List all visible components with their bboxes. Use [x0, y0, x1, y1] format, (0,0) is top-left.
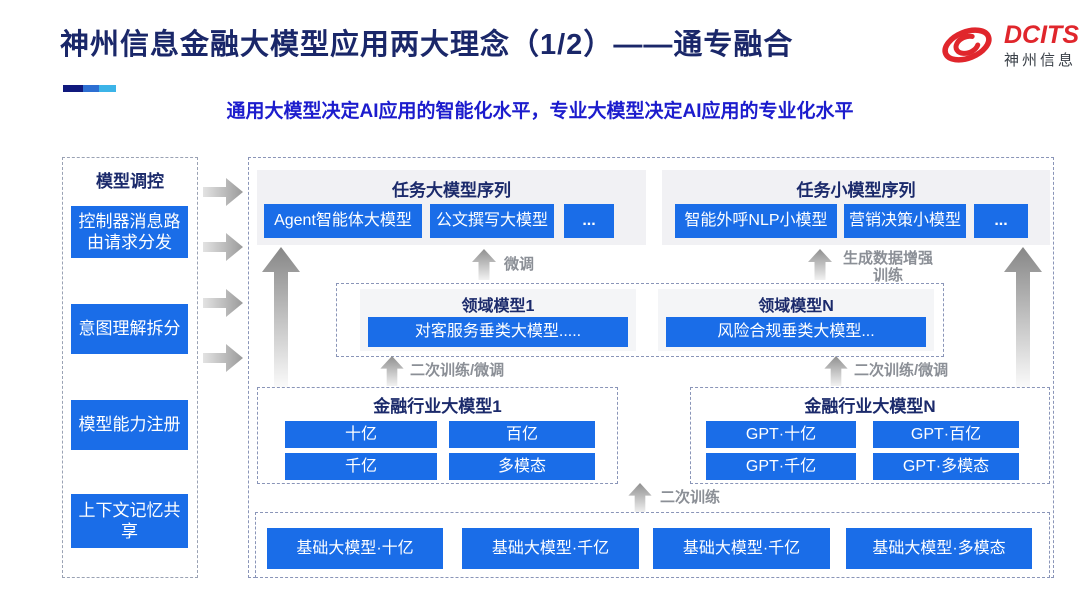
up-arrow-icon	[472, 249, 496, 280]
logo-brand-text: DCITS	[1004, 20, 1079, 49]
dcits-logo-icon	[942, 27, 992, 63]
model-control-sidebar: 模型调控 控制器消息路由请求分发 意图理解拆分 模型能力注册 上下文记忆共享	[62, 157, 198, 578]
task-small-model-panel: 任务小模型序列 智能外呼NLP小模型 营销决策小模型 ...	[662, 170, 1050, 245]
chip-document-writing-model: 公文撰写大模型	[430, 204, 554, 238]
domain-model-n-title: 领域模型N	[758, 298, 834, 315]
chip-gpt-1b-model: GPT·十亿	[706, 421, 856, 448]
chip-gpt-10b-model: GPT·百亿	[873, 421, 1019, 448]
domain-model-panel: 领域模型1 对客服务垂类大模型..... 领域模型N 风险合规垂类大模型...	[336, 283, 944, 357]
chip-customer-service-model: 对客服务垂类大模型.....	[368, 317, 628, 347]
chip-gpt-multimodal-model: GPT·多模态	[873, 453, 1019, 480]
label-finetune: 微调	[504, 256, 535, 273]
right-arrow-icon	[203, 344, 243, 372]
up-arrow-icon	[628, 483, 652, 513]
tall-up-arrow-icon	[1004, 247, 1042, 388]
sidebar-item-context-memory: 上下文记忆共享	[71, 494, 188, 548]
slide-subtitle: 通用大模型决定AI应用的智能化水平，专业大模型决定AI应用的专业化水平	[226, 101, 854, 122]
right-arrow-icon	[203, 178, 243, 206]
label-retrain-finetune-right: 二次训练/微调	[854, 362, 949, 379]
sidebar-item-message-routing: 控制器消息路由请求分发	[71, 206, 188, 258]
page-title: 神州信息金融大模型应用两大理念（1/2）——通专融合	[60, 29, 794, 61]
title-accent-bar	[63, 85, 116, 103]
sidebar-item-intent-split: 意图理解拆分	[71, 304, 188, 354]
chip-marketing-decision-model: 营销决策小模型	[844, 204, 966, 238]
chip-base-model-multimodal: 基础大模型·多模态	[846, 528, 1032, 569]
chip-gpt-100b-model: GPT·千亿	[706, 453, 856, 480]
task-large-model-panel: 任务大模型序列 Agent智能体大模型 公文撰写大模型 ...	[257, 170, 646, 245]
chip-risk-compliance-model: 风险合规垂类大模型...	[666, 317, 926, 347]
tall-up-arrow-icon	[262, 247, 300, 388]
chip-agent-large-model: Agent智能体大模型	[264, 204, 422, 238]
sidebar-title: 模型调控	[96, 172, 164, 191]
logo-brand-cn-text: 神州信息	[1004, 51, 1077, 69]
logo: DCITS 神州信息	[938, 20, 1079, 70]
industry-model-1-panel: 金融行业大模型1 十亿 百亿 千亿 多模态	[257, 387, 618, 484]
up-arrow-icon	[808, 249, 832, 280]
chip-more-large-models: ...	[564, 204, 614, 238]
chip-base-model-1b: 基础大模型·十亿	[267, 528, 443, 569]
chip-10b-model: 百亿	[449, 421, 595, 448]
base-model-panel: 基础大模型·十亿 基础大模型·千亿 基础大模型·千亿 基础大模型·多模态	[255, 512, 1050, 578]
label-retrain-finetune-left: 二次训练/微调	[410, 362, 505, 379]
domain-model-1-box: 领域模型1 对客服务垂类大模型.....	[360, 289, 636, 351]
right-arrow-icon	[203, 289, 243, 317]
task-small-panel-title: 任务小模型序列	[796, 181, 916, 200]
chip-1b-model: 十亿	[285, 421, 437, 448]
domain-model-n-box: 领域模型N 风险合规垂类大模型...	[658, 289, 934, 351]
domain-model-1-title: 领域模型1	[461, 298, 535, 315]
chip-outbound-nlp-model: 智能外呼NLP小模型	[675, 204, 837, 238]
right-arrow-icon	[203, 233, 243, 261]
chip-base-model-100b-a: 基础大模型·千亿	[462, 528, 639, 569]
up-arrow-icon	[380, 356, 404, 386]
chip-base-model-100b-b: 基础大模型·千亿	[653, 528, 830, 569]
industry-model-1-title: 金融行业大模型1	[373, 397, 502, 416]
up-arrow-icon	[824, 356, 848, 386]
industry-model-n-title: 金融行业大模型N	[804, 397, 936, 416]
industry-model-n-panel: 金融行业大模型N GPT·十亿 GPT·百亿 GPT·千亿 GPT·多模态	[690, 387, 1050, 484]
chip-100b-model: 千亿	[285, 453, 437, 480]
label-augment-training: 生成数据增强训练	[842, 250, 933, 285]
sidebar-item-capability-register: 模型能力注册	[71, 400, 188, 450]
task-large-panel-title: 任务大模型序列	[392, 181, 511, 200]
chip-more-small-models: ...	[974, 204, 1028, 238]
label-retrain: 二次训练	[660, 489, 721, 506]
chip-multimodal-model: 多模态	[449, 453, 595, 480]
